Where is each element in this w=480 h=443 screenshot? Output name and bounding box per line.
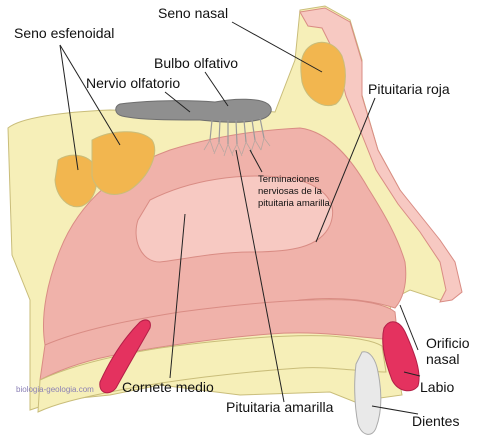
label-labio: Labio	[420, 379, 454, 395]
label-nasal: nasal	[426, 351, 459, 367]
credit-text: biologia-geologia.com	[16, 385, 94, 394]
label-terminaciones-1: Terminaciones	[258, 174, 319, 185]
label-nervio-olfatorio: Nervio olfatorio	[86, 75, 180, 91]
label-pituitaria-amarilla: Pituitaria amarilla	[226, 399, 334, 415]
label-bulbo-olfativo: Bulbo olfativo	[154, 55, 238, 71]
label-seno-esfenoidal: Seno esfenoidal	[14, 25, 114, 41]
label-pituitaria-roja: Pituitaria roja	[368, 81, 450, 97]
label-terminaciones-2: nerviosas de la	[258, 186, 323, 197]
label-seno-nasal: Seno nasal	[158, 5, 228, 21]
olfactory-bulb	[116, 99, 271, 122]
label-orificio: Orificio	[426, 335, 470, 351]
label-cornete-medio: Cornete medio	[122, 379, 214, 395]
label-dientes: Dientes	[412, 413, 459, 429]
label-terminaciones-3: pituitaria amarilla	[258, 198, 331, 209]
